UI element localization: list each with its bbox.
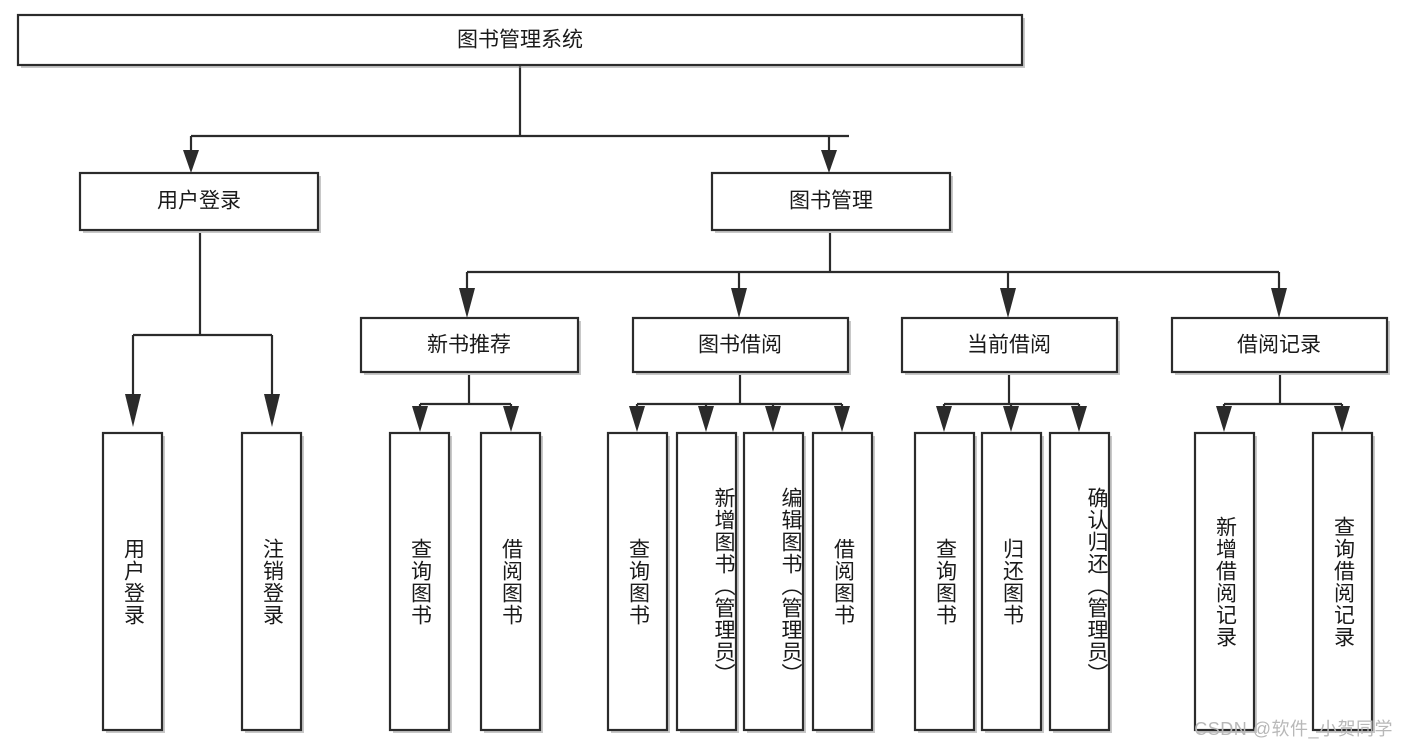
node-current-borrow[interactable]: 当前借阅 [900, 316, 1120, 375]
node-new-book-recommend[interactable]: 新书推荐 [359, 316, 581, 375]
node-borrow-record[interactable]: 借阅记录 [1170, 316, 1390, 375]
leaf-borrow-book[interactable] [811, 431, 875, 733]
leaf-query-borrow-record[interactable] [1311, 431, 1375, 733]
leaf-query-book-recommend[interactable] [388, 431, 452, 733]
leaf-add-book-admin[interactable] [675, 431, 739, 733]
connector-root-to-level2 [183, 66, 849, 173]
node-book-borrow[interactable]: 图书借阅 [631, 316, 851, 375]
leaf-user-login[interactable] [101, 431, 165, 733]
connector-borrowrecord-to-leaves [1216, 375, 1350, 432]
leaf-borrow-book-recommend[interactable] [479, 431, 543, 733]
node-root[interactable]: 图书管理系统 [16, 13, 1025, 68]
node-user-login[interactable]: 用户登录 [78, 171, 321, 233]
leaf-query-book-current[interactable] [913, 431, 977, 733]
node-book-borrow-label: 图书借阅 [698, 334, 782, 357]
node-book-management-label: 图书管理 [789, 190, 873, 213]
leaf-logout[interactable] [240, 431, 304, 733]
leaf-query-book-borrow[interactable] [606, 431, 670, 733]
node-current-borrow-label: 当前借阅 [967, 334, 1051, 357]
connector-currentborrow-to-leaves [936, 375, 1087, 432]
node-borrow-record-label: 借阅记录 [1237, 334, 1321, 357]
leaf-confirm-return-admin[interactable] [1048, 431, 1112, 733]
leaf-add-borrow-record[interactable] [1193, 431, 1257, 733]
connector-bookmgmt-to-level3 [459, 233, 1287, 318]
leaf-edit-book-admin[interactable] [742, 431, 806, 733]
node-book-management[interactable]: 图书管理 [710, 171, 953, 233]
connector-newbook-to-leaves [412, 375, 519, 432]
node-new-book-recommend-label: 新书推荐 [427, 334, 511, 357]
connector-borrowbook-to-leaves [629, 375, 850, 432]
node-root-label: 图书管理系统 [457, 29, 583, 52]
node-user-login-label: 用户登录 [157, 190, 241, 213]
watermark: CSDN @软件_小贺同学 [1194, 719, 1393, 739]
connector-userlogin-to-leaves [125, 233, 280, 427]
leaf-return-book[interactable] [980, 431, 1044, 733]
